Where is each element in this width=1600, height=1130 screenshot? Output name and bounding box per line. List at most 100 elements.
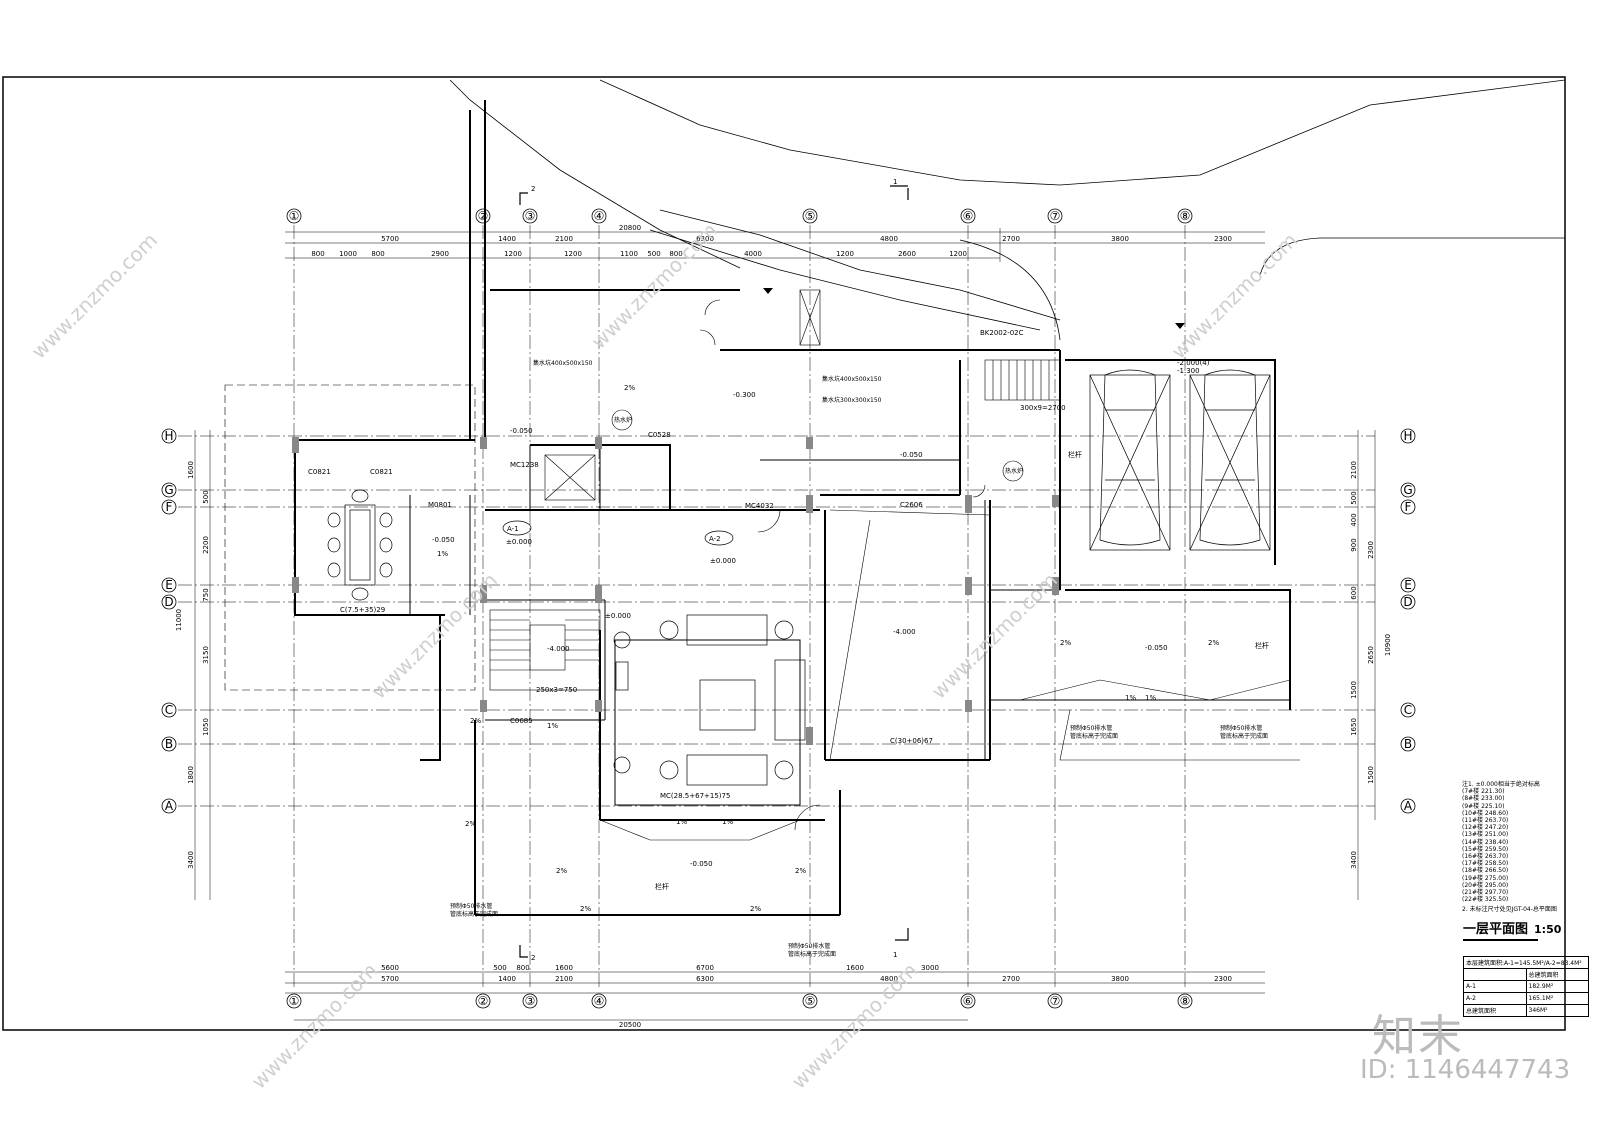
axis-label-3-bottom: ③ xyxy=(525,994,536,1008)
axis-label-H: H xyxy=(164,429,173,443)
dim-bottom-overall: 20500 xyxy=(619,1021,641,1029)
slope-6: 2% xyxy=(1208,639,1219,647)
grid-bubbles-left xyxy=(161,428,177,814)
dim-bottom-minor-7: 3000 xyxy=(921,964,939,972)
notes-line-1: 注1. ±0.000相当于绝对标高 xyxy=(1462,781,1540,788)
dim-left-total: 11000 xyxy=(175,609,183,631)
axis-label-8-bottom: ⑧ xyxy=(1180,994,1191,1008)
elev-m050-terrace: -0.050 xyxy=(1145,644,1168,652)
elev-m050-room: -0.050 xyxy=(900,451,923,459)
pit-note-3: 集水坑300x300x150 xyxy=(822,396,882,404)
dim-top-minor-6: 1200 xyxy=(564,250,582,258)
axis-label-8: ⑧ xyxy=(1180,209,1191,223)
window-c2606: C2606 xyxy=(900,501,923,509)
axis-label-B-right: B xyxy=(1404,737,1412,751)
slope-1pct-f: 1% xyxy=(437,550,448,558)
slope-3: 2% xyxy=(556,867,567,875)
dim-top-minor-7: 1100 xyxy=(620,250,638,258)
dim-left-6: 1050 xyxy=(202,718,210,736)
area-label-a1: A-1 xyxy=(507,525,519,533)
dim-bottom-minor-1: 5600 xyxy=(381,964,399,972)
bk-note: BK2002-02C xyxy=(980,329,1024,337)
notes-row-7: (13#楼 251.00) xyxy=(1462,831,1509,839)
stair-note-2: 250x3=750 xyxy=(536,686,577,694)
dim-bottom-6: 2700 xyxy=(1002,975,1020,983)
dim-top-minor-3: 800 xyxy=(371,250,384,258)
window-c0821-b: C0821 xyxy=(370,468,393,476)
area-col-blank xyxy=(1463,968,1527,981)
railing-label-3: 栏杆 xyxy=(1255,641,1269,650)
area-row-value: 165.1M² xyxy=(1525,992,1589,1005)
dim-top-minor-1: 800 xyxy=(311,250,324,258)
dim-bottom-2: 1400 xyxy=(498,975,516,983)
dim-top-8: 2300 xyxy=(1214,235,1232,243)
watermark-text: www.znzmo.com www.znzmo.com www.znzmo.co… xyxy=(27,218,1303,1094)
elev-000-stair: ±0.000 xyxy=(605,612,631,620)
axis-label-E-right: E xyxy=(1404,578,1412,592)
upper-floor-outline xyxy=(224,384,476,691)
dim-left-1: 1600 xyxy=(187,461,195,479)
elevation-triangles xyxy=(763,288,1185,329)
stair-note: 300x9=2700 xyxy=(1020,404,1066,412)
dim-right-total: 10900 xyxy=(1384,634,1392,656)
elev-m050-platform: -0.050 xyxy=(690,860,713,868)
watermark-site-4: www.znzmo.com xyxy=(367,568,503,704)
area-row-label: A-2 xyxy=(1463,992,1527,1005)
interior-walls xyxy=(409,445,1290,806)
hydrant-circles xyxy=(611,409,1024,482)
elev-m4000-stair: -4.000 xyxy=(547,645,570,653)
axis-label-D: D xyxy=(164,595,173,609)
axis-label-2-bottom: ② xyxy=(478,994,489,1008)
axis-label-D-right: D xyxy=(1403,595,1412,609)
grid-bubbles-top xyxy=(286,208,1193,224)
axis-label-7-bottom: ⑦ xyxy=(1050,994,1061,1008)
dimension-lines-bottom xyxy=(285,971,1265,994)
dining-table xyxy=(327,489,393,601)
notes-row-10: (16#楼 263.70) xyxy=(1462,853,1509,861)
drain-note-4: 预制Φ50排水管 xyxy=(788,942,830,950)
section-mark-2-top: 2 xyxy=(531,185,535,193)
area-row-label: A-1 xyxy=(1463,980,1527,993)
notes-row-1: (7#楼 221.30) xyxy=(1462,788,1505,796)
notes-row-2: (8#楼 233.00) xyxy=(1462,795,1505,803)
dim-top-3: 2100 xyxy=(555,235,573,243)
axis-label-1-bottom: ① xyxy=(289,994,300,1008)
axis-label-A: A xyxy=(165,799,174,813)
notes-row-11: (17#楼 258.50) xyxy=(1462,860,1509,868)
axis-label-E: E xyxy=(165,578,173,592)
drain-note-1b: 管底标高于完成面 xyxy=(1070,732,1118,740)
watermark-site-7: www.znzmo.com xyxy=(787,958,923,1094)
watermark-logo: 知末 xyxy=(1372,1011,1464,1062)
area-col-header: 总建筑面积 xyxy=(1525,968,1589,981)
door-mc4032: MC4032 xyxy=(745,502,774,510)
dim-right-3: 400 xyxy=(1350,513,1358,526)
axis-label-4-bottom: ④ xyxy=(594,994,605,1008)
dim-top-minor-9: 800 xyxy=(669,250,682,258)
hydrant-label-2: 热水炉 xyxy=(1005,467,1023,475)
area-summary-header: 本层建筑面积:A-1=145.5M²/A-2=83.4M² xyxy=(1463,956,1589,969)
drain-note-2b: 管底标高于完成面 xyxy=(1220,732,1268,740)
elevation-notes: 注1. ±0.000相当于绝对标高 (7#楼 221.30) (8#楼 233.… xyxy=(1462,781,1572,914)
area-label-a2: A-2 xyxy=(709,535,721,543)
area-row-value: 182.9M² xyxy=(1525,980,1589,993)
notes-row-14: (20#楼 295.00) xyxy=(1462,881,1509,889)
window-c0685: C0685 xyxy=(510,717,533,725)
dim-top-minor-2: 1000 xyxy=(339,250,357,258)
section-mark-2-bottom: 2 xyxy=(531,954,535,962)
door-mc-living: MC(28.5+67+15)75 xyxy=(660,792,730,800)
axis-label-B: B xyxy=(165,737,173,751)
section-mark-1-top: 1 xyxy=(893,178,897,186)
stair-upper xyxy=(984,359,1061,401)
dim-right-7: 2650 xyxy=(1367,646,1375,664)
slope-9: 2% xyxy=(750,905,761,913)
notes-row-5: (11#楼 263.70) xyxy=(1462,817,1509,825)
dim-right-8: 1500 xyxy=(1350,681,1358,699)
watermark-site-5: www.znzmo.com xyxy=(927,568,1063,704)
stair-lower xyxy=(489,609,601,691)
dim-right-2: 500 xyxy=(1350,491,1358,504)
axis-label-H-right: H xyxy=(1403,429,1412,443)
sheet-border xyxy=(2,76,1566,1031)
notes-row-13: (19#楼 275.00) xyxy=(1462,874,1509,882)
